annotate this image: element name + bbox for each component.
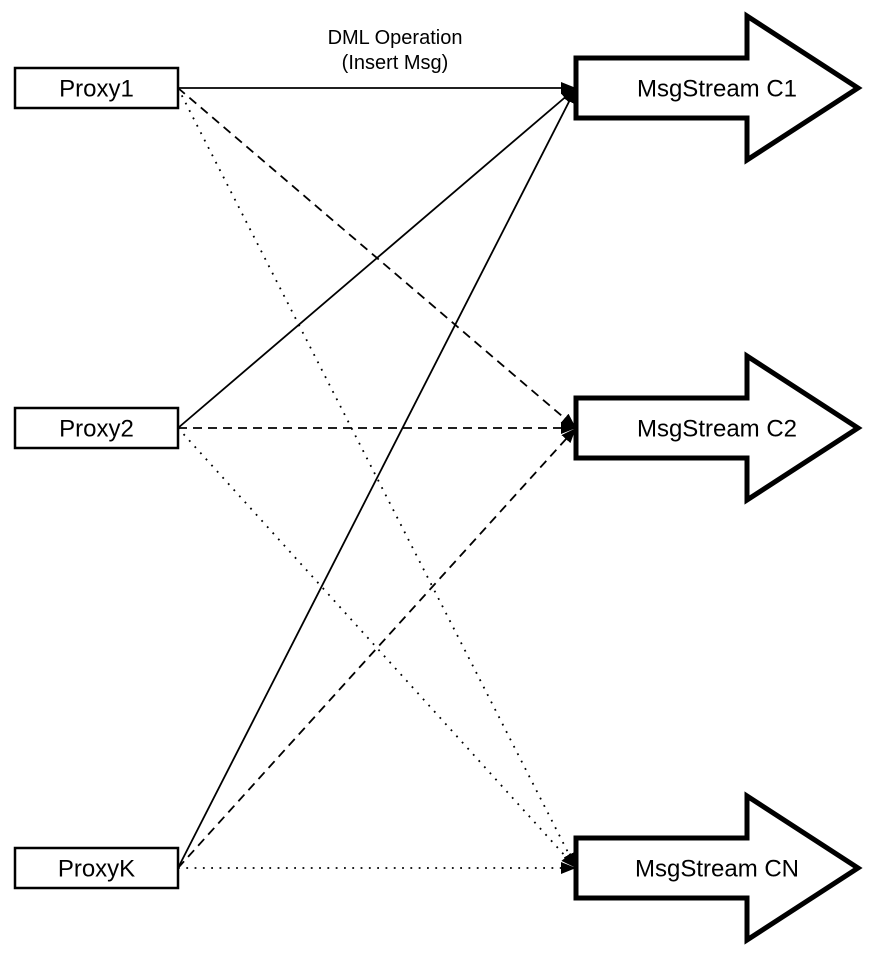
- proxy-label-proxy2: Proxy2: [59, 416, 134, 443]
- proxy-label-proxy1: Proxy1: [59, 76, 134, 103]
- edge-proxy2-to-cn: [177, 427, 577, 869]
- proxy-node-proxyk: ProxyK: [13, 846, 180, 890]
- stream-label-c2: MsgStream C2: [637, 416, 797, 443]
- diagram-title-line2: (Insert Msg): [342, 52, 449, 74]
- edge-proxyk-to-c1: [177, 87, 577, 869]
- stream-arrow-cn: [573, 791, 863, 945]
- stream-arrow-c2: [573, 351, 863, 505]
- title-layer: DML Operation (Insert Msg): [328, 27, 463, 74]
- stream-node-c1: MsgStream C1: [573, 11, 863, 165]
- edges-layer: [177, 82, 577, 874]
- proxy-box-proxyk: [13, 846, 180, 890]
- edge-proxy2-to-c1: [177, 87, 577, 429]
- stream-label-c1: MsgStream C1: [637, 76, 797, 103]
- stream-node-c2: MsgStream C2: [573, 351, 863, 505]
- stream-arrow-c1: [573, 11, 863, 165]
- stream-node-cn: MsgStream CN: [573, 791, 863, 945]
- proxy-box-proxy1: [13, 66, 180, 110]
- proxy-label-proxyk: ProxyK: [58, 856, 135, 883]
- proxy-box-proxy2: [13, 406, 180, 450]
- stream-label-cn: MsgStream CN: [635, 856, 799, 883]
- diagram-title-line1: DML Operation: [328, 27, 463, 49]
- proxy-node-proxy1: Proxy1: [13, 66, 180, 110]
- proxy-node-proxy2: Proxy2: [13, 406, 180, 450]
- edge-proxyk-to-c2: [177, 427, 577, 869]
